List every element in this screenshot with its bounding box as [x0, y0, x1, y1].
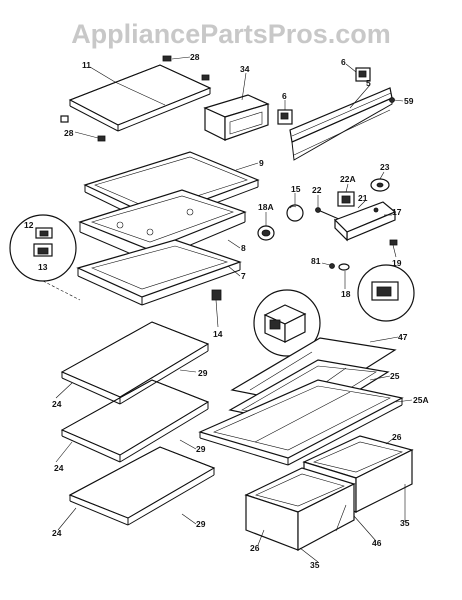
callout-25a: 25A [413, 395, 429, 405]
top-wire-shelf [68, 64, 212, 132]
callout-26-b: 26 [250, 543, 260, 553]
butter-tray [203, 94, 270, 141]
callout-24-b: 24 [54, 463, 64, 473]
callout-28-top: 28 [190, 52, 200, 62]
detail-circle-12-13 [9, 214, 77, 282]
callout-59: 59 [404, 96, 414, 106]
part-19-small [389, 239, 398, 246]
detail-circle-19 [357, 264, 415, 322]
shelf-frame-lower [76, 239, 242, 306]
callout-34: 34 [240, 64, 250, 74]
callout-25: 25 [390, 371, 400, 381]
wire-end [315, 207, 321, 213]
callout-22: 22 [312, 185, 322, 195]
callout-17: 17 [392, 207, 402, 217]
shelf-clip-28a [162, 55, 172, 62]
shelf-clip-left [60, 115, 69, 123]
detail-12-13-link [42, 280, 81, 301]
screw-81 [329, 263, 335, 269]
bulb-glint [289, 205, 297, 209]
callout-29-b: 29 [196, 444, 206, 454]
callout-21: 21 [358, 193, 368, 203]
callout-6-b: 6 [341, 57, 346, 67]
callout-28-bottom: 28 [64, 128, 74, 138]
crisper-rail [289, 87, 393, 161]
callout-24-a: 24 [52, 399, 62, 409]
callout-labels: 11 28 28 34 6 6 5 59 9 12 13 18A 15 22 2… [24, 52, 429, 570]
callout-22a: 22A [340, 174, 356, 184]
light-socket-18a [257, 225, 275, 241]
callout-8: 8 [241, 243, 246, 253]
washer-18 [338, 263, 350, 271]
light-housing-17 [333, 201, 397, 242]
callout-46: 46 [372, 538, 382, 548]
callout-29-a: 29 [198, 368, 208, 378]
shelf-clip-28c [97, 135, 106, 142]
callout-12: 12 [24, 220, 34, 230]
callout-7: 7 [241, 271, 246, 281]
crisper-frame-25a [198, 379, 404, 466]
screw-59 [389, 97, 395, 103]
callout-29-c: 29 [196, 519, 206, 529]
leader-lines [55, 56, 413, 563]
callout-6-a: 6 [282, 91, 287, 101]
callout-35-b: 35 [310, 560, 320, 570]
callout-9: 9 [259, 158, 264, 168]
callout-18: 18 [341, 289, 351, 299]
crisper-drawer-left [244, 467, 356, 552]
callout-5: 5 [366, 78, 371, 88]
wire-shelf-29a [60, 321, 210, 405]
bracket-6b-hole [358, 70, 367, 78]
callout-18a: 18A [258, 202, 274, 212]
knob-center [376, 182, 384, 188]
callout-14: 14 [213, 329, 223, 339]
callout-23: 23 [380, 162, 390, 172]
detail-circle-14 [253, 289, 321, 357]
light-bulb-15 [286, 204, 304, 222]
callout-11: 11 [82, 60, 91, 70]
wire-shelf-29c [68, 446, 216, 526]
watermark-text: AppliancePartsPros.com [71, 19, 391, 49]
callout-26-a: 26 [392, 432, 402, 442]
callout-24-c: 24 [52, 528, 62, 538]
callout-19: 19 [392, 258, 402, 268]
callout-13: 13 [38, 262, 48, 272]
callout-15: 15 [291, 184, 301, 194]
wire-shelf-29b [60, 379, 210, 463]
callout-81: 81 [311, 256, 321, 266]
callout-35-a: 35 [400, 518, 410, 528]
bracket-6a-hole [280, 112, 289, 120]
shelf-clip-28b [201, 74, 210, 81]
bracket-14 [211, 289, 222, 301]
switch-22a-body [341, 195, 351, 204]
callout-47: 47 [398, 332, 408, 342]
